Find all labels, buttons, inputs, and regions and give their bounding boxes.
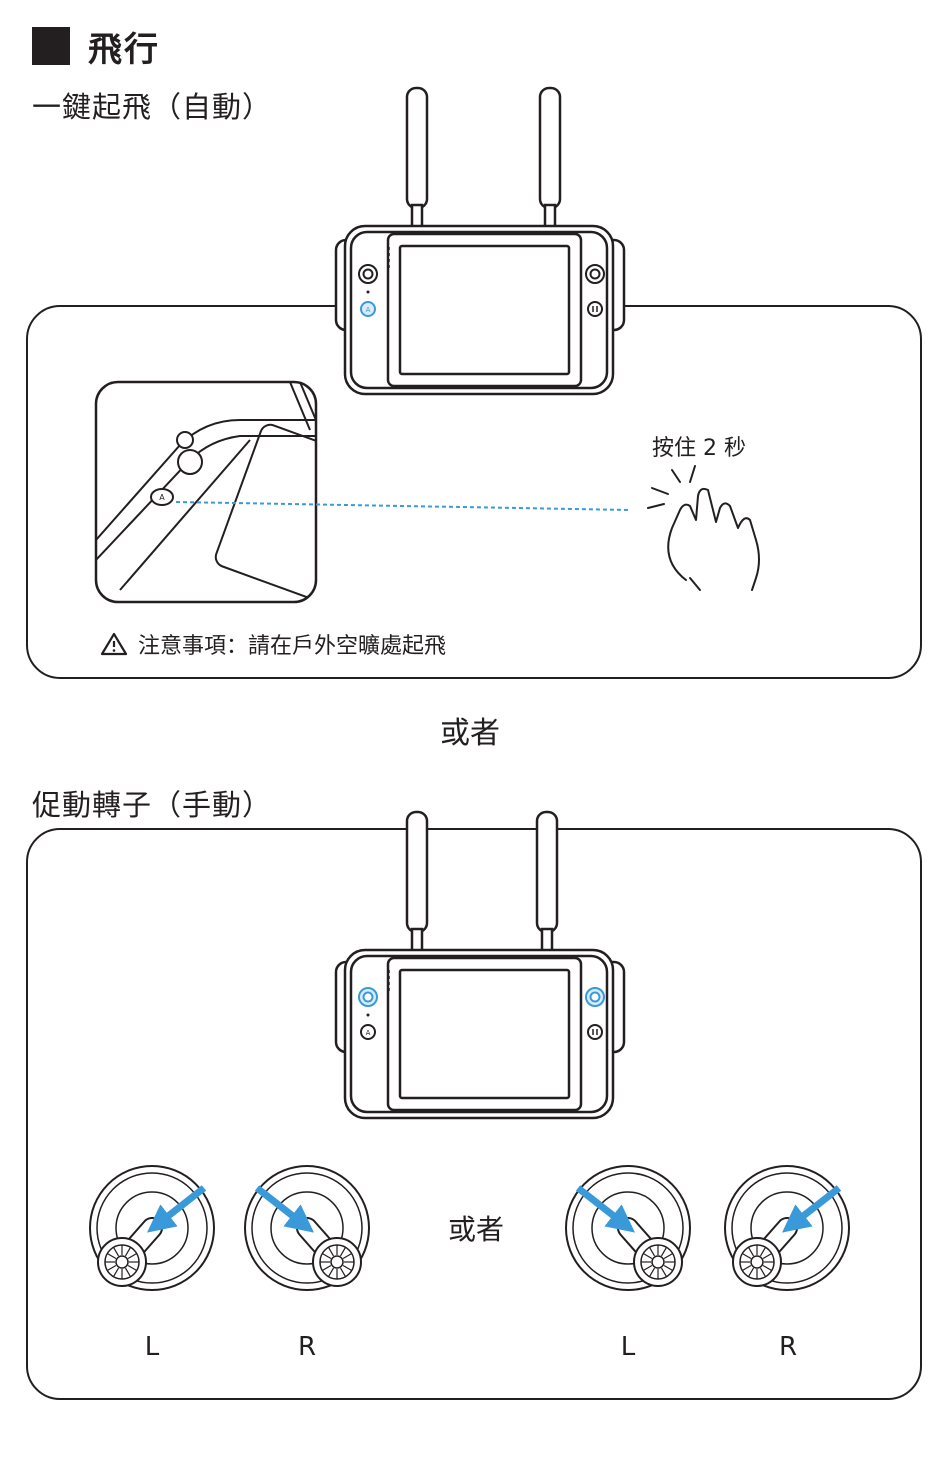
- stick-label: R: [768, 1332, 808, 1362]
- or-inner: 或者: [448, 1208, 504, 1248]
- stick-label: L: [608, 1332, 648, 1362]
- stick-label: R: [287, 1332, 327, 1362]
- joystick-diagram: [566, 1166, 690, 1290]
- joystick-diagram: [90, 1166, 214, 1290]
- joystick-diagrams: [0, 0, 950, 1400]
- joystick-diagram: [245, 1166, 369, 1290]
- stick-label: L: [132, 1332, 172, 1362]
- joystick-diagram: [725, 1166, 849, 1290]
